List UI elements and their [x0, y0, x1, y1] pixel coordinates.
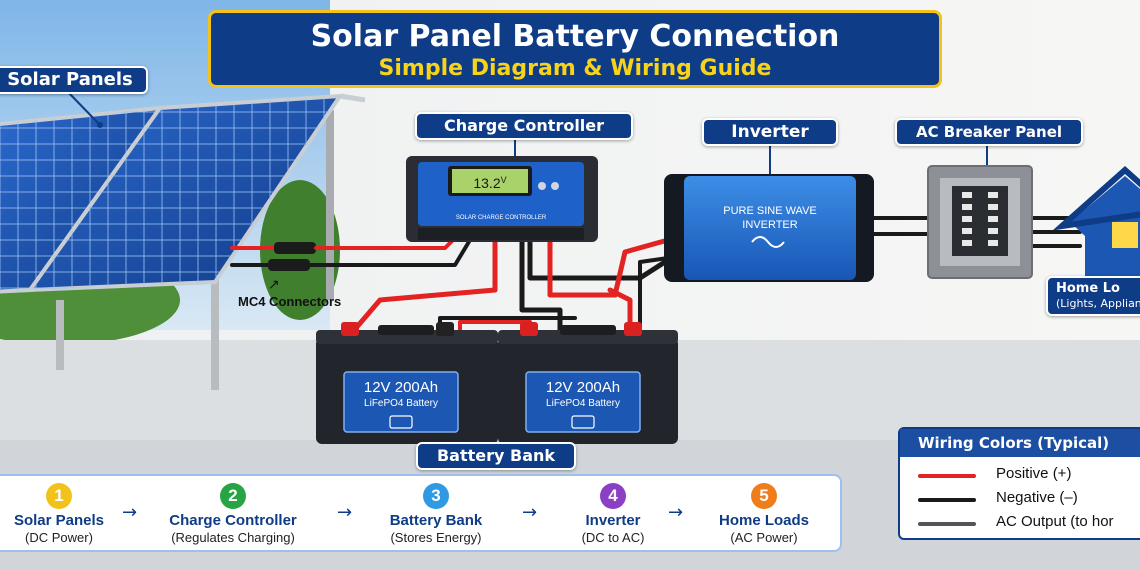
legend-item-negative: Negative (–): [918, 489, 1140, 509]
legend-swatch-positive: [918, 474, 976, 478]
legend-label: Positive (+): [996, 465, 1072, 482]
ac-breaker-panel-device: [927, 165, 1033, 279]
page-subtitle: Simple Diagram & Wiring Guide: [378, 56, 772, 81]
inverter-label: Inverter: [702, 118, 838, 146]
battery1-label-line2: LiFePO4 Battery: [364, 398, 438, 409]
flow-step-inverter: 4 Inverter (DC to AC): [538, 476, 688, 545]
page-title: Solar Panel Battery Connection: [310, 19, 840, 54]
ac-breaker-panel-label: AC Breaker Panel: [895, 118, 1083, 146]
step-description: (DC to AC): [581, 530, 645, 545]
step-number-badge: 1: [46, 483, 72, 509]
step-name: Solar Panels: [13, 512, 105, 529]
home-loads-label: Home Lo (Lights, Applian: [1046, 276, 1140, 316]
controller-display-reading: 13.2V: [473, 175, 506, 191]
step-number-badge: 4: [600, 483, 626, 509]
flow-arrow-icon: →: [337, 502, 353, 523]
home-loads-title: Home Lo: [1056, 281, 1120, 296]
legend-item-positive: Positive (+): [918, 465, 1140, 485]
battery-2: [498, 322, 678, 444]
legend-title: Wiring Colors (Typical): [900, 429, 1140, 457]
controller-brand-text: SOLAR CHARGE CONTROLLER: [456, 215, 547, 221]
step-name: Inverter: [585, 512, 641, 529]
battery1-label-line1: 12V 200Ah: [364, 379, 438, 396]
step-description: (Stores Energy): [390, 530, 482, 545]
legend-label: Negative (–): [996, 489, 1078, 506]
solar-panel-array: [0, 93, 366, 390]
mc4-connectors-label: MC4 Connectors: [238, 294, 342, 309]
inverter-label-line2: INVERTER: [742, 219, 797, 231]
flow-step-charge-controller: 2 Charge Controller (Regulates Charging): [158, 476, 308, 545]
legend-label: AC Output (to hor: [996, 513, 1114, 530]
mc4-connector-positive: [274, 242, 316, 254]
battery2-label-line1: 12V 200Ah: [546, 379, 620, 396]
step-name: Battery Bank: [389, 512, 483, 529]
home-loads-subtitle: (Lights, Applian: [1056, 297, 1140, 310]
mc4-connector-negative: [268, 259, 310, 271]
step-number-badge: 2: [220, 483, 246, 509]
legend-swatch-ac-output: [918, 522, 976, 526]
flow-arrow-icon: →: [522, 502, 538, 523]
step-name: Charge Controller: [169, 512, 297, 529]
charge-controller-device: [406, 156, 598, 242]
title-banner: Solar Panel Battery Connection Simple Di…: [208, 10, 942, 88]
step-description: (DC Power): [25, 530, 93, 545]
flow-step-home-loads: 5 Home Loads (AC Power): [689, 476, 839, 545]
step-name: Home Loads: [718, 512, 809, 529]
inverter-label-line1: PURE SINE WAVE: [723, 205, 817, 217]
step-description: (AC Power): [730, 530, 798, 545]
flow-arrow-icon: →: [668, 502, 684, 523]
legend-swatch-negative: [918, 498, 976, 502]
step-number-badge: 5: [751, 483, 777, 509]
charge-controller-label: Charge Controller: [415, 112, 633, 140]
solar-panels-label: Solar Panels: [0, 66, 148, 94]
step-number-badge: 3: [423, 483, 449, 509]
inverter-device: [664, 174, 874, 282]
flow-step-battery-bank: 3 Battery Bank (Stores Energy): [361, 476, 511, 545]
mc4-pointer-arrow-icon: ↗: [268, 276, 280, 292]
battery-1: [316, 322, 498, 444]
legend-item-ac-output: AC Output (to hor: [918, 513, 1140, 533]
battery2-label-line2: LiFePO4 Battery: [546, 398, 620, 409]
flow-step-solar-panels: 1 Solar Panels (DC Power): [0, 476, 134, 545]
home-icon: [1052, 165, 1140, 280]
step-description: (Regulates Charging): [171, 530, 295, 545]
flow-arrow-icon: →: [122, 502, 138, 523]
battery-bank-label: Battery Bank: [416, 442, 576, 470]
process-flow-bar: 1 Solar Panels (DC Power) → 2 Charge Con…: [0, 474, 842, 552]
wiring-colors-legend: Wiring Colors (Typical) Positive (+) Neg…: [898, 427, 1140, 540]
